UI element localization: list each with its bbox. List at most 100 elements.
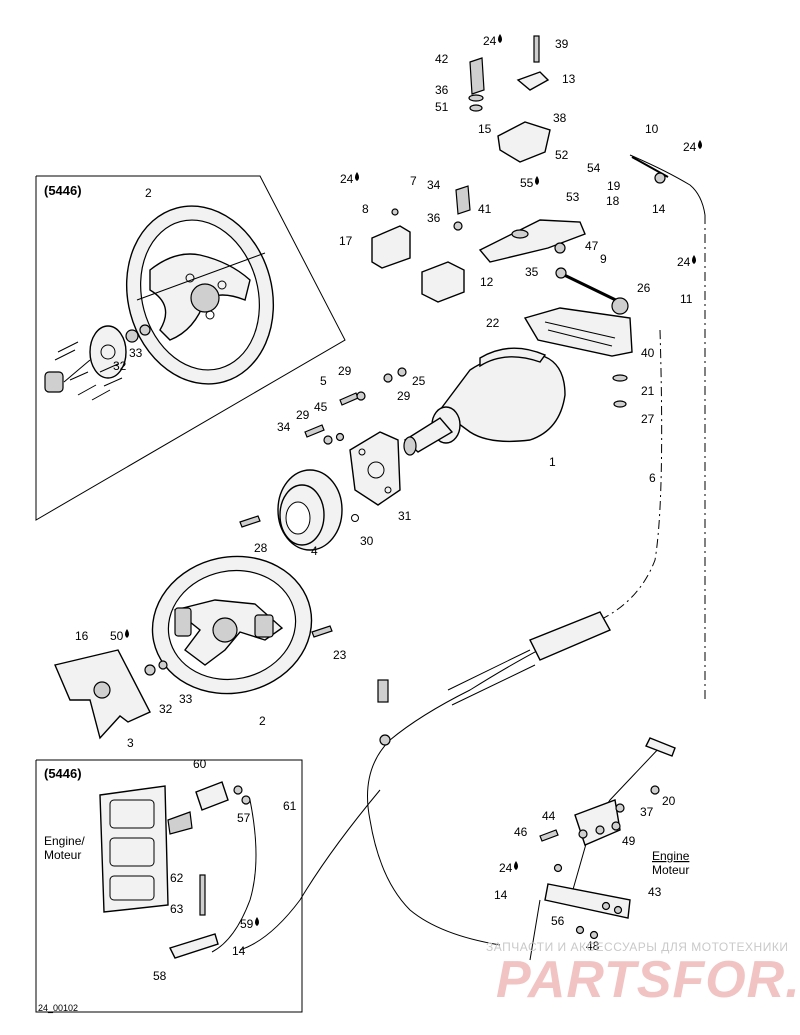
callout-c2a: 2: [145, 186, 152, 200]
callout-c30: 30: [360, 534, 374, 548]
callout-c53: 53: [566, 190, 580, 204]
inset-frame-top: [35, 175, 346, 521]
callout-c5: 5: [320, 374, 327, 388]
svg-text:34: 34: [277, 420, 291, 434]
svg-text:14: 14: [232, 944, 246, 958]
svg-text:57: 57: [237, 811, 251, 825]
callout-c59: 59: [240, 917, 259, 931]
cable-upper-10-14: [629, 154, 706, 216]
grease-drop-icon: [698, 140, 702, 149]
svg-text:24: 24: [340, 172, 354, 186]
callout-c13: 13: [562, 72, 576, 86]
upper-bracket: [468, 35, 551, 163]
svg-text:49: 49: [622, 834, 636, 848]
svg-text:12: 12: [480, 275, 494, 289]
svg-text:40: 40: [641, 346, 655, 360]
callout-c48: 48: [586, 939, 600, 953]
svg-text:24: 24: [683, 140, 697, 154]
callout-c29a: 29: [338, 364, 352, 378]
callout-c62: 62: [170, 871, 184, 885]
svg-text:20: 20: [662, 794, 676, 808]
svg-text:30: 30: [360, 534, 374, 548]
callout-c17: 17: [339, 234, 353, 248]
callout-c31: 31: [398, 509, 412, 523]
callout-c29c: 29: [296, 408, 310, 422]
svg-text:6: 6: [649, 471, 656, 485]
svg-text:61: 61: [283, 799, 297, 813]
engine-linkage-right: [529, 737, 676, 961]
callout-c11: 11: [680, 292, 693, 306]
svg-text:29: 29: [338, 364, 352, 378]
svg-text:53: 53: [566, 190, 580, 204]
svg-text:13: 13: [562, 72, 576, 86]
svg-text:28: 28: [254, 541, 268, 555]
svg-text:48: 48: [586, 939, 600, 953]
svg-text:27: 27: [641, 412, 655, 426]
steering-wheel: [151, 555, 313, 695]
svg-text:52: 52: [555, 148, 569, 162]
callout-c26: 26: [637, 281, 651, 295]
inset-bottom-label: (5446): [44, 766, 82, 781]
callout-c8: 8: [362, 202, 369, 216]
svg-text:56: 56: [551, 914, 565, 928]
svg-text:41: 41: [478, 202, 492, 216]
callout-c14c: 14: [494, 888, 508, 902]
callout-c40: 40: [641, 346, 655, 360]
callout-c32b: 32: [159, 702, 173, 716]
grease-drop-icon: [355, 172, 359, 181]
svg-text:44: 44: [542, 809, 556, 823]
callout-c3: 3: [127, 736, 134, 750]
svg-text:14: 14: [652, 202, 666, 216]
callout-c25: 25: [412, 374, 426, 388]
callout-c63: 63: [170, 902, 184, 916]
svg-text:35: 35: [525, 265, 539, 279]
inset-top-label: (5446): [44, 183, 82, 198]
svg-text:8: 8: [362, 202, 369, 216]
svg-text:31: 31: [398, 509, 412, 523]
svg-text:14: 14: [494, 888, 508, 902]
svg-text:58: 58: [153, 969, 167, 983]
callout-c37: 37: [640, 805, 654, 819]
callout-c24b: 24: [683, 140, 702, 154]
callout-c22: 22: [486, 316, 500, 330]
bolts-column: [239, 367, 407, 528]
callout-c58: 58: [153, 969, 167, 983]
svg-text:62: 62: [170, 871, 184, 885]
callout-c33b: 33: [179, 692, 193, 706]
svg-text:1: 1: [549, 455, 556, 469]
hub-cover-16: [54, 649, 168, 740]
grease-drop-icon: [535, 176, 539, 185]
tie-rod-35: [555, 267, 629, 315]
callout-c47: 47: [585, 239, 599, 253]
callout-c4: 4: [311, 544, 318, 558]
callout-c54: 54: [587, 161, 601, 175]
svg-text:4: 4: [311, 544, 318, 558]
svg-text:16: 16: [75, 629, 89, 643]
callout-c24e: 24: [499, 861, 518, 875]
grease-drop-icon: [255, 917, 259, 926]
callout-c57: 57: [237, 811, 251, 825]
grease-drop-icon: [692, 255, 696, 264]
callout-c41: 41: [478, 202, 492, 216]
hub-cover: [277, 469, 343, 551]
bolt-23: [311, 625, 333, 638]
callout-c42: 42: [435, 52, 449, 66]
svg-text:38: 38: [553, 111, 567, 125]
callout-c9: 9: [600, 252, 607, 266]
svg-text:43: 43: [648, 885, 662, 899]
callout-c12: 12: [480, 275, 494, 289]
callout-c50: 50: [110, 629, 129, 643]
arm-22: [391, 185, 633, 408]
svg-text:29: 29: [296, 408, 310, 422]
callout-c55: 55: [520, 176, 539, 190]
svg-text:34: 34: [427, 178, 441, 192]
callout-c2b: 2: [259, 714, 266, 728]
svg-text:45: 45: [314, 400, 328, 414]
callout-c24c: 24: [340, 172, 359, 186]
callout-c35: 35: [525, 265, 539, 279]
callout-c56: 56: [551, 914, 565, 928]
svg-text:21: 21: [641, 384, 655, 398]
callout-c7: 7: [410, 174, 417, 188]
